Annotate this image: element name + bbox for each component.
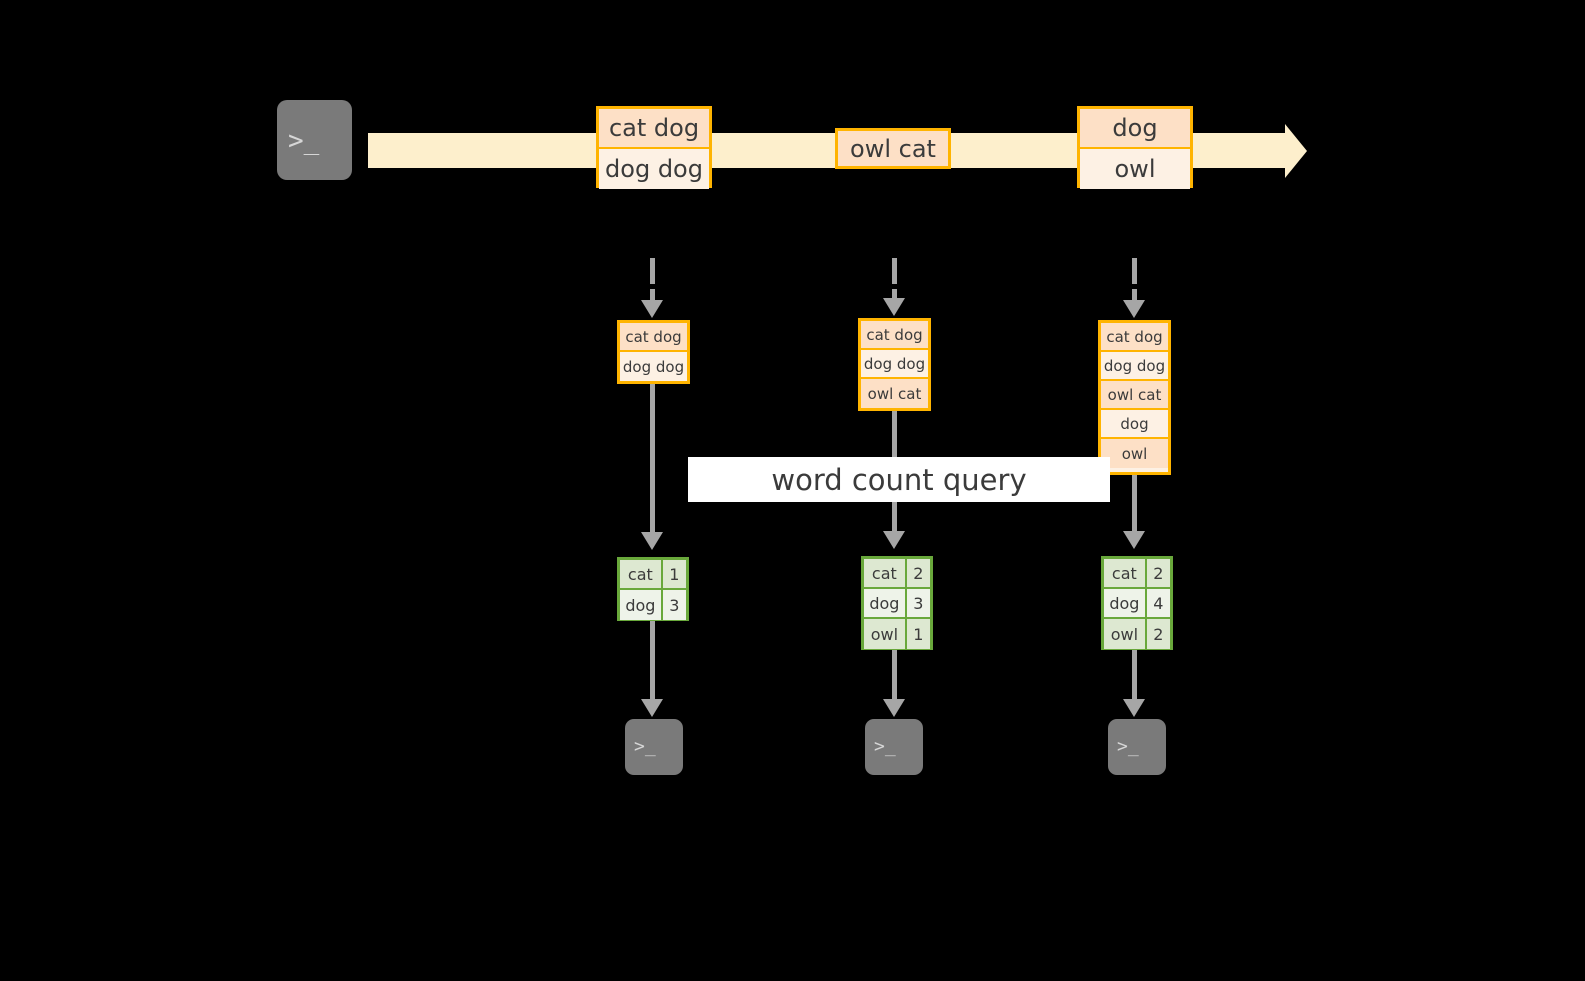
input-table-3-row: owl xyxy=(1101,439,1168,468)
stream-batch-2-line-1: owl cat xyxy=(838,131,948,166)
sink-head-3 xyxy=(1123,699,1145,717)
table-row: dog 4 xyxy=(1104,589,1170,619)
sink-stem-3 xyxy=(1132,650,1137,703)
connector-head-1 xyxy=(641,300,663,318)
result-count: 3 xyxy=(662,590,686,620)
connector-stem-1 xyxy=(650,289,655,303)
stream-batch-3-line-2: owl xyxy=(1080,149,1190,189)
input-table-2: cat dog dog dog owl cat xyxy=(858,318,931,411)
table-row: owl 1 xyxy=(864,619,930,649)
result-count: 2 xyxy=(1146,619,1170,649)
table-row: dog 3 xyxy=(864,589,930,619)
result-word: dog xyxy=(620,590,663,620)
result-count: 1 xyxy=(662,560,686,588)
stream-batch-1-line-2: dog dog xyxy=(599,149,709,189)
query-head-1 xyxy=(641,532,663,550)
table-row: cat 2 xyxy=(1104,559,1170,589)
input-table-1-row: cat dog xyxy=(620,323,687,352)
input-table-3-row: dog xyxy=(1101,410,1168,439)
result-word: owl xyxy=(1104,619,1147,649)
input-table-2-row: owl cat xyxy=(861,379,928,408)
terminal-prompt-icon: >_ xyxy=(874,736,896,757)
query-head-2 xyxy=(883,531,905,549)
table-row: cat 1 xyxy=(620,560,686,590)
sink-stem-1 xyxy=(650,621,655,703)
result-table-2: cat 2 dog 3 owl 1 xyxy=(861,556,933,650)
table-row: dog 3 xyxy=(620,590,686,620)
terminal-prompt-icon: >_ xyxy=(288,126,320,156)
input-table-3-row: owl cat xyxy=(1101,381,1168,410)
result-count: 1 xyxy=(906,619,930,649)
stream-batch-2: owl cat xyxy=(835,128,951,169)
sink-head-2 xyxy=(883,699,905,717)
connector-stem-2 xyxy=(892,289,897,301)
result-word: dog xyxy=(1104,589,1147,617)
connector-dash-1 xyxy=(650,258,655,284)
input-table-1-row: dog dog xyxy=(620,352,687,381)
connector-head-3 xyxy=(1123,300,1145,318)
stream-batch-3: dog owl xyxy=(1077,106,1193,189)
input-table-3: cat dog dog dog owl cat dog owl xyxy=(1098,320,1171,475)
result-word: cat xyxy=(620,560,663,588)
stream-batch-1: cat dog dog dog xyxy=(596,106,712,189)
connector-dash-2 xyxy=(892,258,897,284)
stream-source-terminal: >_ xyxy=(269,92,360,188)
connector-stem-3 xyxy=(1132,289,1137,303)
terminal-prompt-icon: >_ xyxy=(1117,736,1139,757)
result-table-3: cat 2 dog 4 owl 2 xyxy=(1101,556,1173,650)
input-table-2-row: cat dog xyxy=(861,321,928,350)
input-table-3-row: dog dog xyxy=(1101,352,1168,381)
connector-dash-3 xyxy=(1132,258,1137,284)
sink-head-1 xyxy=(641,699,663,717)
result-word: dog xyxy=(864,589,907,617)
result-count: 2 xyxy=(1146,559,1170,587)
result-word: cat xyxy=(864,559,907,587)
result-word: owl xyxy=(864,619,907,649)
query-stem-3 xyxy=(1132,475,1137,535)
query-stem-1 xyxy=(650,384,655,536)
result-count: 3 xyxy=(906,589,930,617)
sink-terminal-3: >_ xyxy=(1100,711,1174,783)
table-row: owl 2 xyxy=(1104,619,1170,649)
query-label: word count query xyxy=(771,462,1027,497)
stream-batch-3-line-1: dog xyxy=(1080,109,1190,149)
query-head-3 xyxy=(1123,531,1145,549)
table-row: cat 2 xyxy=(864,559,930,589)
input-table-1: cat dog dog dog xyxy=(617,320,690,384)
connector-head-2 xyxy=(883,298,905,316)
input-table-2-row: dog dog xyxy=(861,350,928,379)
terminal-prompt-icon: >_ xyxy=(634,736,656,757)
sink-terminal-1: >_ xyxy=(617,711,691,783)
sink-stem-2 xyxy=(892,650,897,703)
result-word: cat xyxy=(1104,559,1147,587)
query-label-band: word count query xyxy=(688,457,1110,502)
stream-batch-1-line-1: cat dog xyxy=(599,109,709,149)
stream-arrow-head xyxy=(1285,124,1307,178)
result-count: 4 xyxy=(1146,589,1170,617)
result-count: 2 xyxy=(906,559,930,587)
result-table-1: cat 1 dog 3 xyxy=(617,557,689,621)
input-table-3-row: cat dog xyxy=(1101,323,1168,352)
sink-terminal-2: >_ xyxy=(857,711,931,783)
